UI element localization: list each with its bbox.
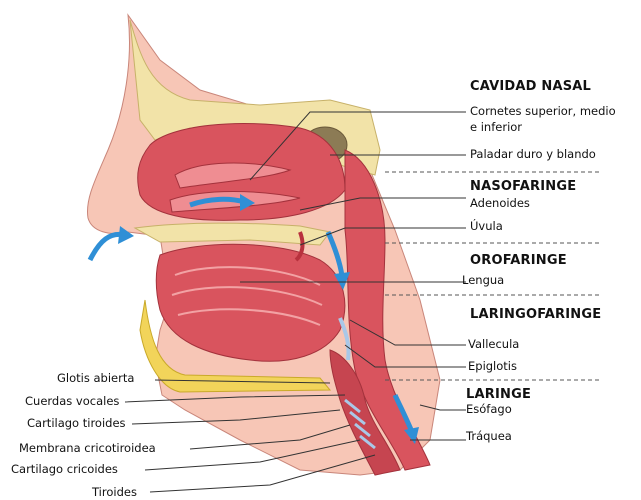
label-lengua: Lengua xyxy=(462,275,504,287)
label-esofago: Esófago xyxy=(466,404,512,416)
label-cuerdas-vocales: Cuerdas vocales xyxy=(25,396,119,408)
label-tiroides: Tiroides xyxy=(92,487,137,499)
label-membrana: Membrana cricotiroidea xyxy=(19,443,156,455)
label-laringe: LARINGE xyxy=(466,388,531,401)
label-orofaringe: OROFARINGE xyxy=(470,254,567,267)
label-nasofaringe: NASOFARINGE xyxy=(470,180,576,193)
label-vallecula: Vallecula xyxy=(468,339,519,351)
label-cornetes-line2: e inferior xyxy=(470,122,522,134)
label-cornetes: Cornetes superior, medio xyxy=(470,106,616,118)
label-epiglotis: Epiglotis xyxy=(468,361,517,373)
label-uvula: Úvula xyxy=(470,221,503,233)
label-cavidad-nasal: CAVIDAD NASAL xyxy=(470,80,591,93)
label-adenoides: Adenoides xyxy=(470,198,530,210)
label-cartilago-cricoides: Cartilago cricoides xyxy=(11,464,118,476)
label-laringofaringe: LARINGOFARINGE xyxy=(470,308,601,321)
label-glotis: Glotis abierta xyxy=(57,373,134,385)
label-traquea: Tráquea xyxy=(466,431,512,443)
label-paladar: Paladar duro y blando xyxy=(470,149,596,161)
label-cartilago-tiroides: Cartilago tiroides xyxy=(27,418,126,430)
